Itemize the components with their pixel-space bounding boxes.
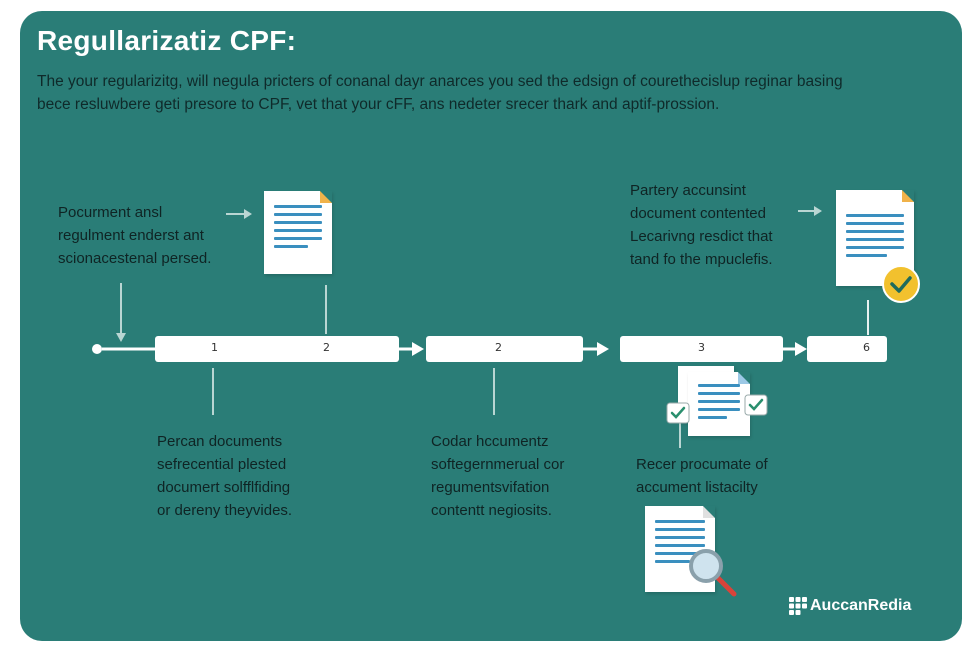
bottom-description-2: Codar hccumentz softegernmerual cor regu… [431, 430, 564, 522]
bottom-1-line-3: documert solfflfiding [157, 479, 291, 496]
bottom-3-line-2: accument listacilty [636, 479, 758, 496]
top-right-line-1: Partery accunsint [630, 182, 746, 199]
bottom-description-3: Recer procumate of accument listacilty [636, 453, 768, 499]
bottom-2-line-4: contentt negiosits. [431, 502, 552, 519]
intro-paragraph: The your regularizitg, will negula prict… [37, 70, 917, 116]
bottom-1-line-1: Percan documents [157, 433, 283, 450]
step-box-3: 3 [620, 336, 783, 362]
brand-logo-icon [789, 597, 807, 615]
verified-document-icon [688, 372, 750, 436]
top-right-description: Partery accunsint document contented Lec… [630, 179, 773, 271]
top-left-description: Pocurment ansl regulment enderst ant sci… [58, 201, 211, 270]
step-1-label-a: 1 [211, 341, 218, 354]
top-right-line-3: Lecarivng resdict that [630, 228, 773, 245]
bottom-1-line-4: or dereny theyvides. [157, 502, 293, 519]
step-box-2: 2 [426, 336, 583, 362]
step-4-label: 6 [863, 341, 870, 354]
intro-line-1: The your regularizitg, will negula prict… [37, 73, 843, 90]
top-right-line-4: tand fo the mpuclefis. [630, 251, 773, 268]
step-1-label-b: 2 [323, 341, 330, 354]
brand-name: AuccanRedia [810, 597, 912, 614]
pointer-to-doc-1-arrowhead [244, 209, 252, 219]
checkbox-icon [744, 394, 768, 416]
bottom-description-1: Percan documents sefrecential plested do… [157, 430, 292, 522]
step-box-1: 1 2 [155, 336, 399, 362]
connector-top-left-arrowhead [116, 333, 126, 342]
timeline-arrow-2 [597, 342, 609, 356]
bottom-1-line-2: sefrecential plested [157, 456, 287, 473]
document-icon [264, 191, 332, 274]
top-left-line-2: regulment enderst ant [58, 227, 204, 244]
timeline-arrow-1 [412, 342, 424, 356]
top-right-line-2: document contented [630, 205, 766, 222]
top-left-line-3: scionacestenal persed. [58, 250, 212, 267]
timeline-start-dot [92, 344, 102, 354]
timeline-arrow-3 [795, 342, 807, 356]
checkbox-icon [666, 402, 690, 424]
page-title: Regullarizatiz CPF: [37, 25, 297, 56]
step-2-label: 2 [495, 341, 502, 354]
step-3-label: 3 [698, 341, 705, 354]
bottom-2-line-2: softegernmerual cor [431, 456, 565, 473]
check-badge-icon [882, 265, 920, 303]
intro-line-2: bece resluwbere geti presore to CPF, vet… [37, 96, 720, 113]
top-left-line-1: Pocurment ansl [58, 204, 163, 221]
bottom-2-line-1: Codar hccumentz [431, 433, 549, 450]
bottom-2-line-3: regumentsvifation [431, 479, 550, 496]
magnifier-icon [689, 549, 737, 597]
step-box-4: 6 [807, 336, 887, 362]
bottom-3-line-1: Recer procumate of [636, 456, 768, 473]
pointer-to-doc-4-arrowhead [814, 206, 822, 216]
infographic-card [20, 11, 962, 641]
